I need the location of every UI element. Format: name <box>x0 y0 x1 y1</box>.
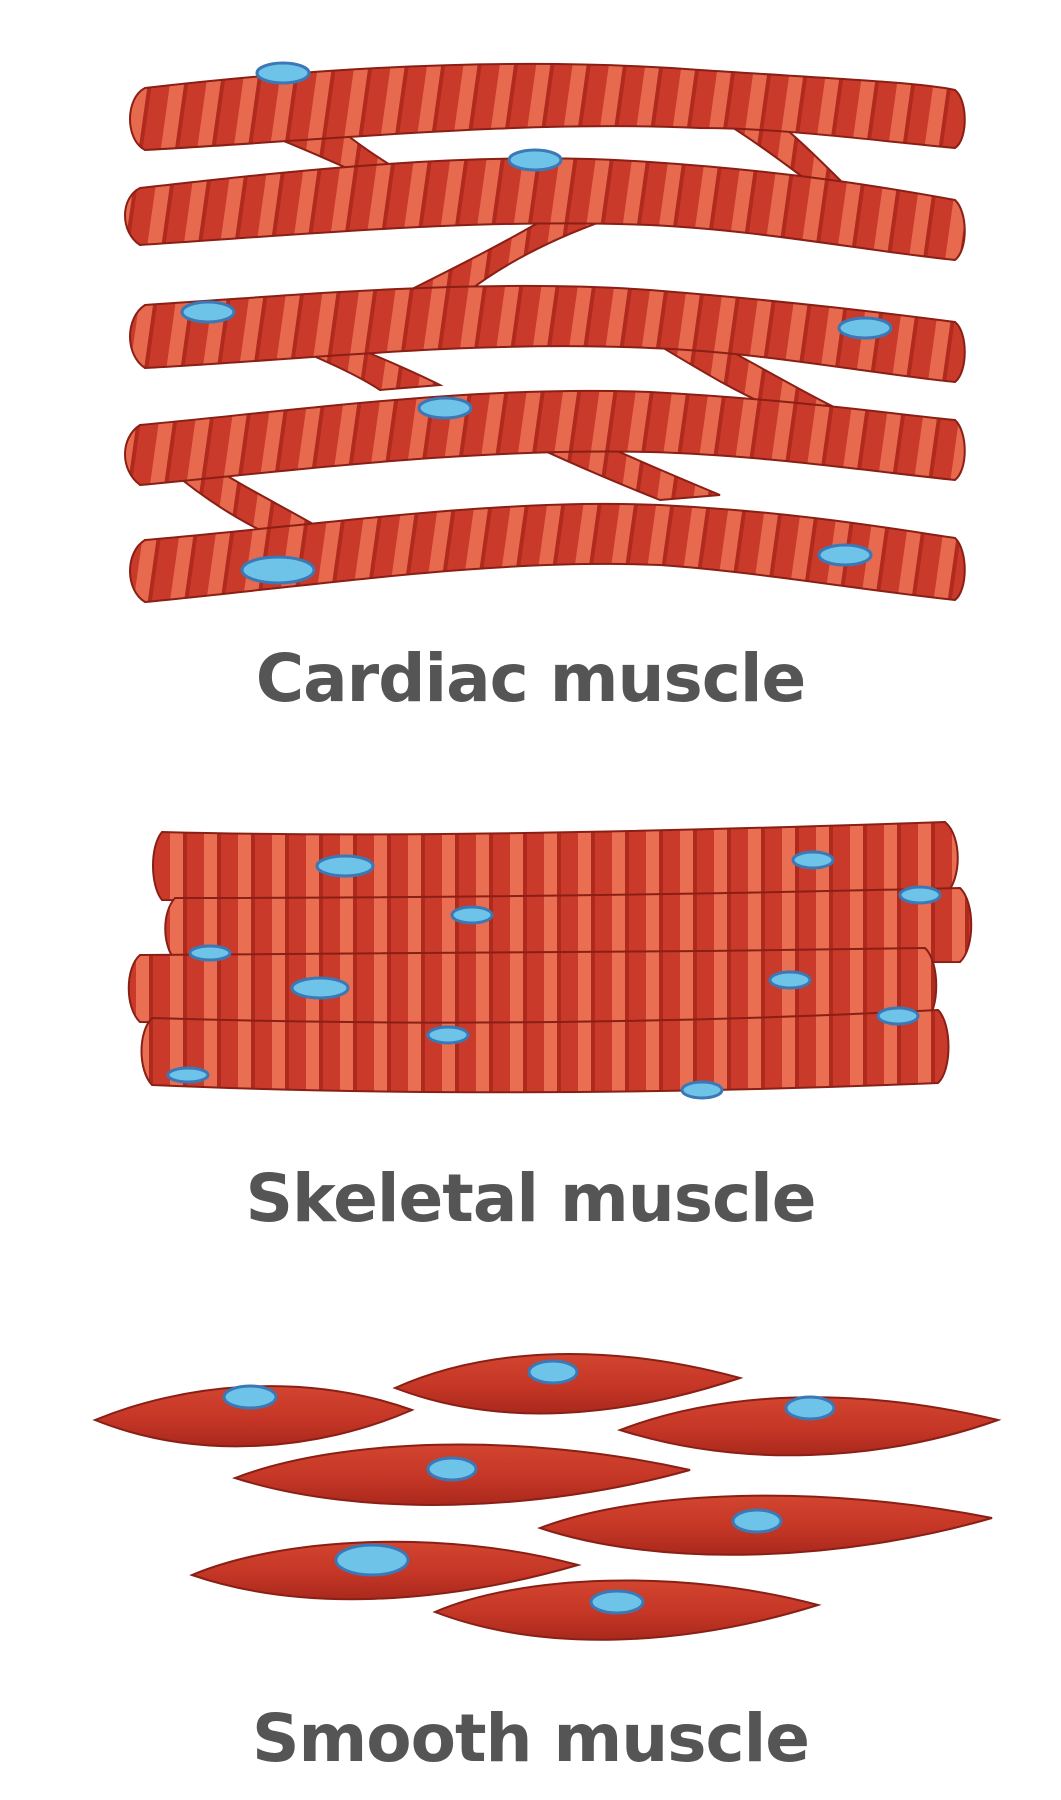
smooth-muscle-illustration <box>92 1353 1002 1641</box>
nucleus <box>222 1384 278 1410</box>
nucleus <box>507 148 563 172</box>
smooth-cell <box>392 1353 744 1415</box>
nucleus <box>768 970 812 990</box>
nucleus <box>417 396 473 420</box>
cardiac-nuclei <box>180 61 893 585</box>
cardiac-muscle-illustration <box>124 61 966 604</box>
nucleus <box>166 1066 210 1084</box>
smooth-nuclei <box>222 1359 836 1615</box>
nucleus <box>817 543 873 567</box>
nucleus <box>450 905 494 925</box>
nucleus <box>784 1395 836 1421</box>
cardiac-fiber <box>124 389 966 487</box>
nucleus <box>426 1456 478 1482</box>
nucleus <box>876 1006 920 1026</box>
nucleus <box>837 316 893 340</box>
nucleus <box>791 850 835 870</box>
nucleus <box>527 1359 579 1385</box>
nucleus <box>334 1543 410 1577</box>
nucleus <box>589 1589 645 1615</box>
cardiac-fiber <box>129 502 966 604</box>
skeletal-nuclei <box>166 850 942 1100</box>
nucleus <box>680 1080 724 1100</box>
nucleus <box>898 885 942 905</box>
nucleus <box>188 944 232 962</box>
skeletal-muscle-label: Skeletal muscle <box>245 1160 816 1237</box>
nucleus <box>255 61 311 85</box>
smooth-muscle-label: Smooth muscle <box>251 1700 810 1777</box>
skeletal-fiber <box>152 820 959 903</box>
nucleus <box>180 300 236 324</box>
cardiac-fiber <box>129 284 966 384</box>
smooth-cell <box>92 1385 415 1448</box>
nucleus <box>315 854 375 878</box>
smooth-cell <box>616 1396 1002 1457</box>
nucleus <box>240 555 316 585</box>
nucleus <box>290 976 350 1000</box>
skeletal-fiber <box>140 1008 950 1094</box>
nucleus <box>426 1025 470 1045</box>
skeletal-muscle-illustration <box>127 820 973 1100</box>
nucleus <box>731 1508 783 1534</box>
cardiac-muscle-label: Cardiac muscle <box>255 640 807 717</box>
skeletal-fiber <box>127 946 938 1025</box>
cardiac-fiber <box>129 62 966 152</box>
